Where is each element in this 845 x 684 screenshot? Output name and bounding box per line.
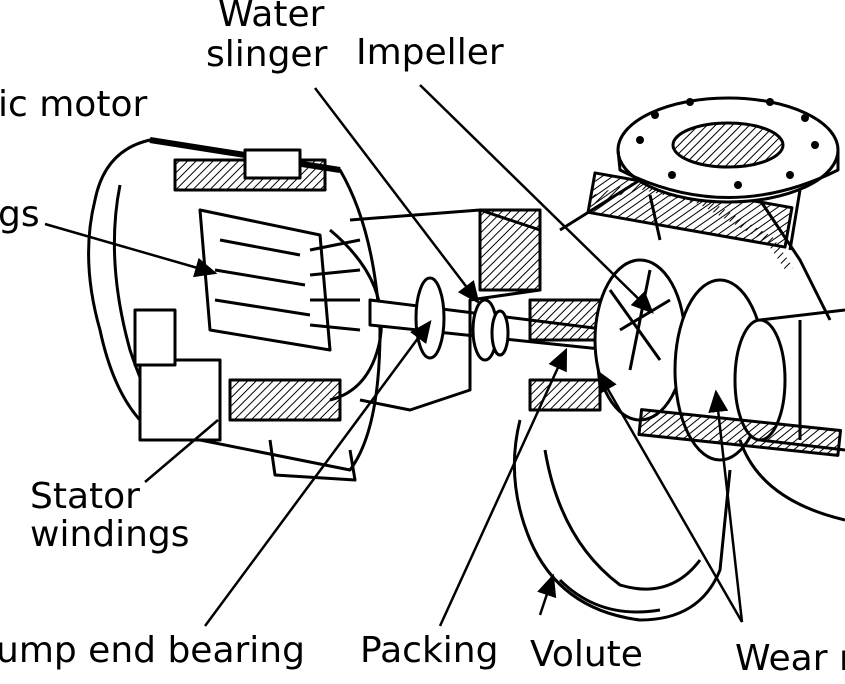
- label-wear-rings: Wear r: [735, 638, 845, 679]
- label-stator-windings-line1: Stator: [30, 476, 140, 517]
- pump-casing: [559, 171, 845, 522]
- label-volute: Volute: [530, 634, 643, 675]
- label-packing: Packing: [360, 630, 499, 671]
- label-electric-motor: ic motor: [0, 84, 148, 125]
- label-bearings: gs: [0, 194, 40, 235]
- label-stator-windings-line2: windings: [30, 514, 190, 555]
- label-impeller: Impeller: [356, 32, 504, 73]
- bearing-bracket: [349, 208, 602, 412]
- label-water-slinger-line2: slinger: [206, 34, 328, 75]
- volute: [512, 419, 732, 622]
- label-pump-end-bearing: ump end bearing: [0, 630, 305, 671]
- label-water-slinger-line1: Water: [218, 0, 325, 35]
- discharge-flange: [616, 96, 840, 251]
- leader-lines: [44, 84, 744, 627]
- motor-housing: [87, 137, 383, 482]
